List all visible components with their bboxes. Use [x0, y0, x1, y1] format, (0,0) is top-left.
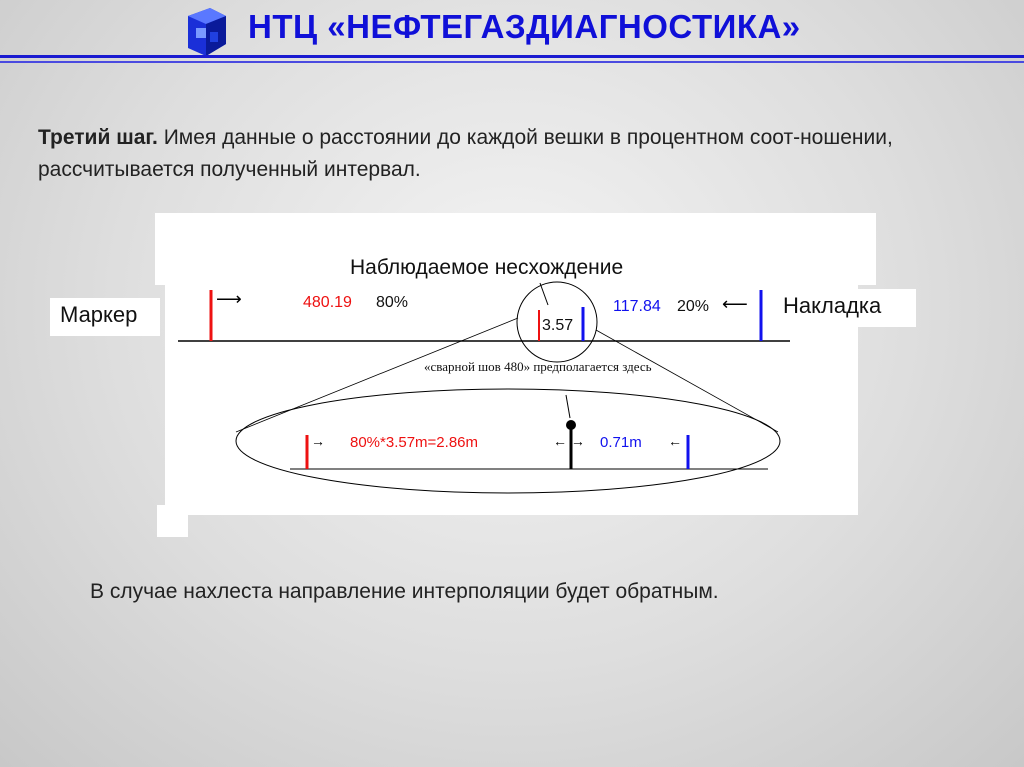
calc-left: 80%*3.57m=2.86m	[350, 434, 478, 451]
left-percent: 80%	[376, 294, 408, 311]
tangent-left	[235, 317, 519, 433]
intro-paragraph: Третий шаг. Имея данные о расстоянии до …	[38, 122, 978, 186]
mismatch-value: 3.57	[542, 317, 573, 334]
weld-caption: «сварной шов 480» предполагается здесь	[424, 359, 652, 374]
tangent-right	[595, 329, 779, 433]
marker-label: Маркер	[50, 298, 160, 336]
intro-bold: Третий шаг.	[38, 126, 158, 149]
right-percent: 20%	[677, 298, 709, 315]
zoom-circle	[516, 281, 598, 363]
caption-pointer	[565, 394, 571, 419]
weld-point-icon	[566, 420, 576, 430]
right-arrow: ⟶	[216, 289, 242, 309]
diagram-panel-corner	[157, 505, 188, 537]
page-title: НТЦ «НЕФТЕГАЗДИАГНОСТИКА»	[248, 8, 801, 45]
zoom-right-arrow: →	[311, 433, 325, 449]
weld-double-arrow: ← →	[553, 433, 585, 449]
right-distance: 117.84	[613, 298, 661, 315]
diagram-heading: Наблюдаемое несхождение	[350, 256, 623, 279]
left-arrow: ⟵	[722, 294, 748, 314]
zoom-left-arrow: ←	[668, 433, 682, 449]
header-divider	[0, 55, 1024, 58]
pointer-line	[539, 282, 549, 306]
calc-right: 0.71m	[600, 434, 642, 451]
header-divider-thin	[0, 61, 1024, 63]
overlay-label: Накладка	[773, 289, 916, 327]
diagram-panel-top	[155, 213, 876, 285]
footer-text: В случае нахлеста направление интерполяц…	[90, 580, 719, 603]
left-distance: 480.19	[303, 294, 352, 311]
intro-text: Имея данные о расстоянии до каждой вешки…	[38, 126, 893, 181]
zoom-ellipse	[235, 388, 781, 494]
logo-icon	[180, 6, 232, 58]
diagram-panel	[165, 285, 858, 515]
